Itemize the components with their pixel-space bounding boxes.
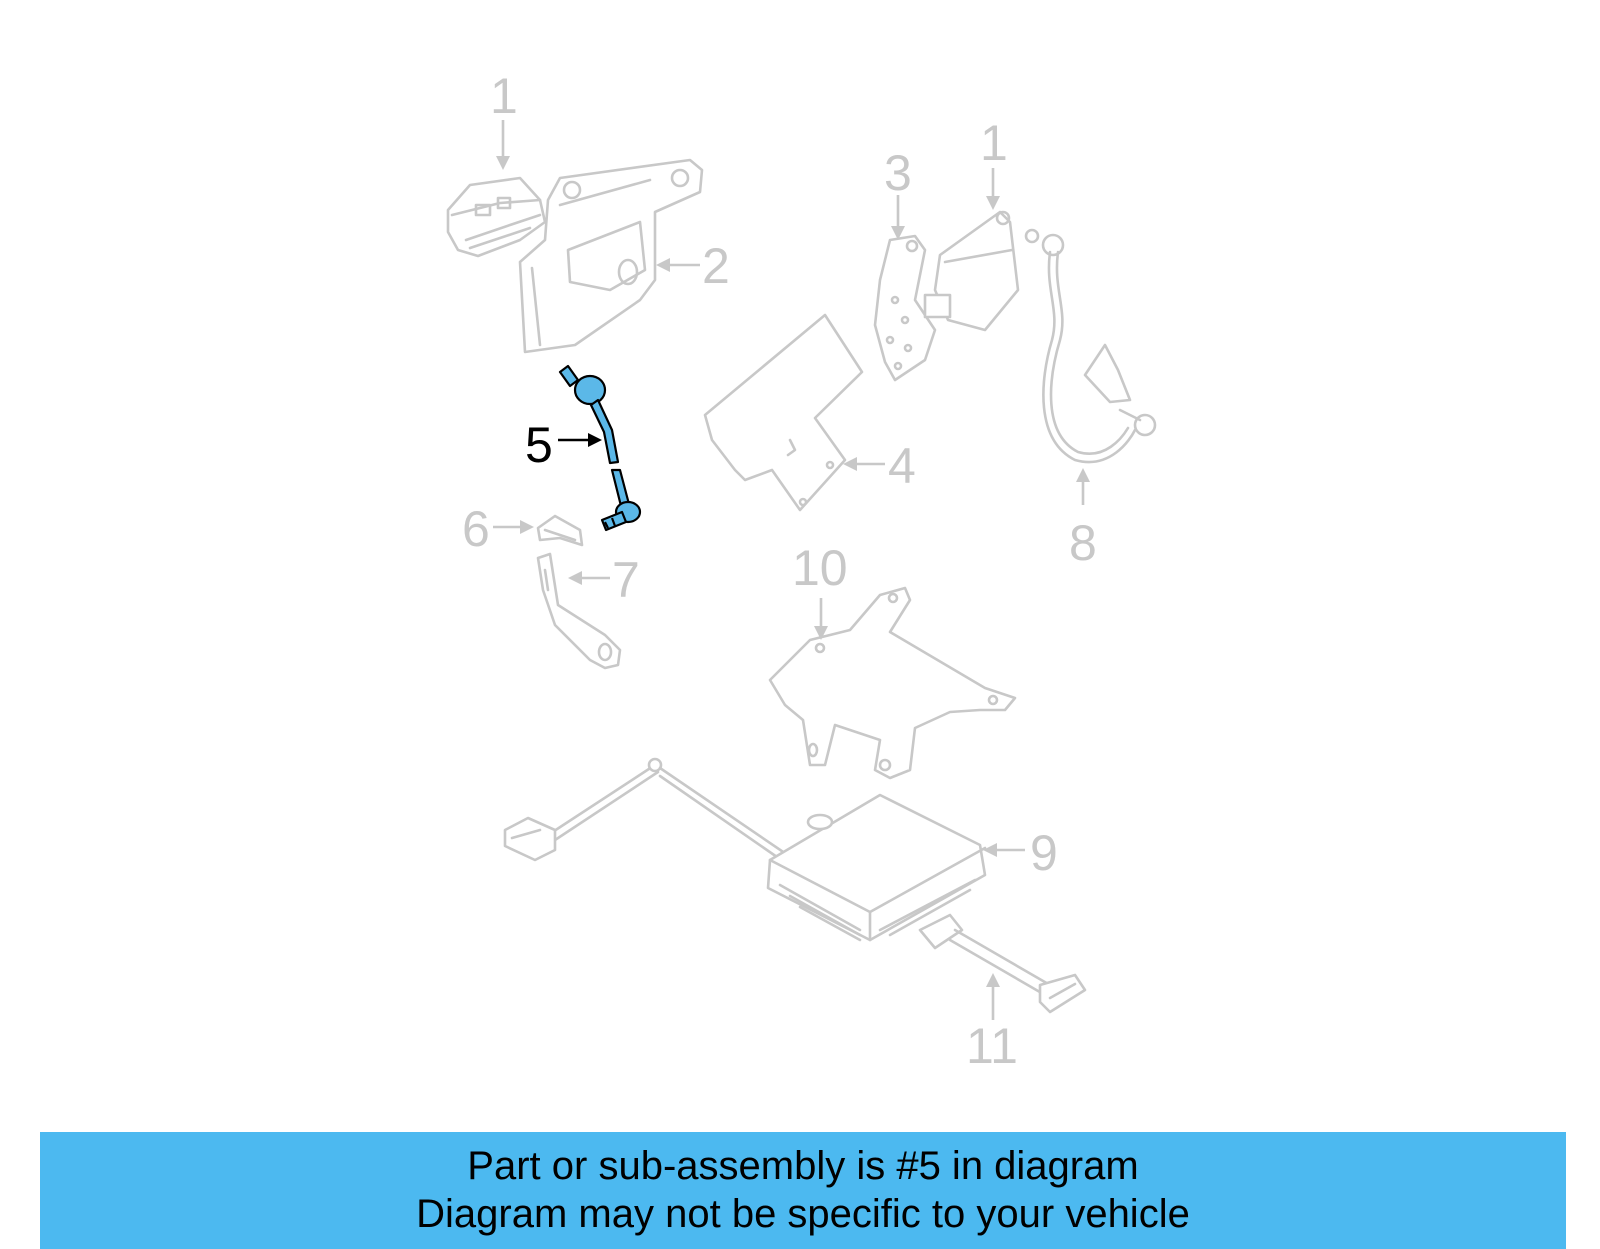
callout-label-3: 3: [884, 145, 912, 201]
callout-label-10: 10: [792, 540, 848, 596]
callout-label-1-right: 1: [980, 115, 1008, 171]
callout-label-9: 9: [1030, 825, 1058, 881]
callout-label-11: 11: [966, 1018, 1018, 1074]
callout-label-5: 5: [525, 417, 553, 473]
part-2-bracket: [518, 158, 704, 354]
callout-label-2: 2: [702, 238, 730, 294]
part-11-cable: [918, 913, 1087, 1014]
part-8-link: [1024, 228, 1157, 464]
part-4-shield: [703, 313, 864, 512]
part-6-clip: [536, 514, 584, 547]
banner-line-part-number: Part or sub-assembly is #5 in diagram: [467, 1144, 1139, 1188]
callout-label-8: 8: [1069, 515, 1097, 571]
banner-line-disclaimer: Diagram may not be specific to your vehi…: [416, 1192, 1190, 1236]
callout-label-4: 4: [888, 438, 916, 494]
callout-label-6: 6: [462, 501, 490, 557]
part-10-mount-plate: [768, 586, 1017, 780]
callout-label-1-left: 1: [490, 68, 518, 124]
part-9-module: [503, 757, 987, 942]
info-banner: Part or sub-assembly is #5 in diagram Di…: [40, 1132, 1566, 1249]
part-7-bracket: [536, 552, 622, 670]
callout-label-7: 7: [612, 552, 640, 608]
part-1-left-sensor: [446, 176, 547, 258]
part-5-highlighted-link: [558, 364, 642, 532]
part-3-plate: [873, 234, 937, 382]
part-1-right-sensor: [923, 210, 1020, 332]
callout-arrows: [493, 120, 1090, 1020]
